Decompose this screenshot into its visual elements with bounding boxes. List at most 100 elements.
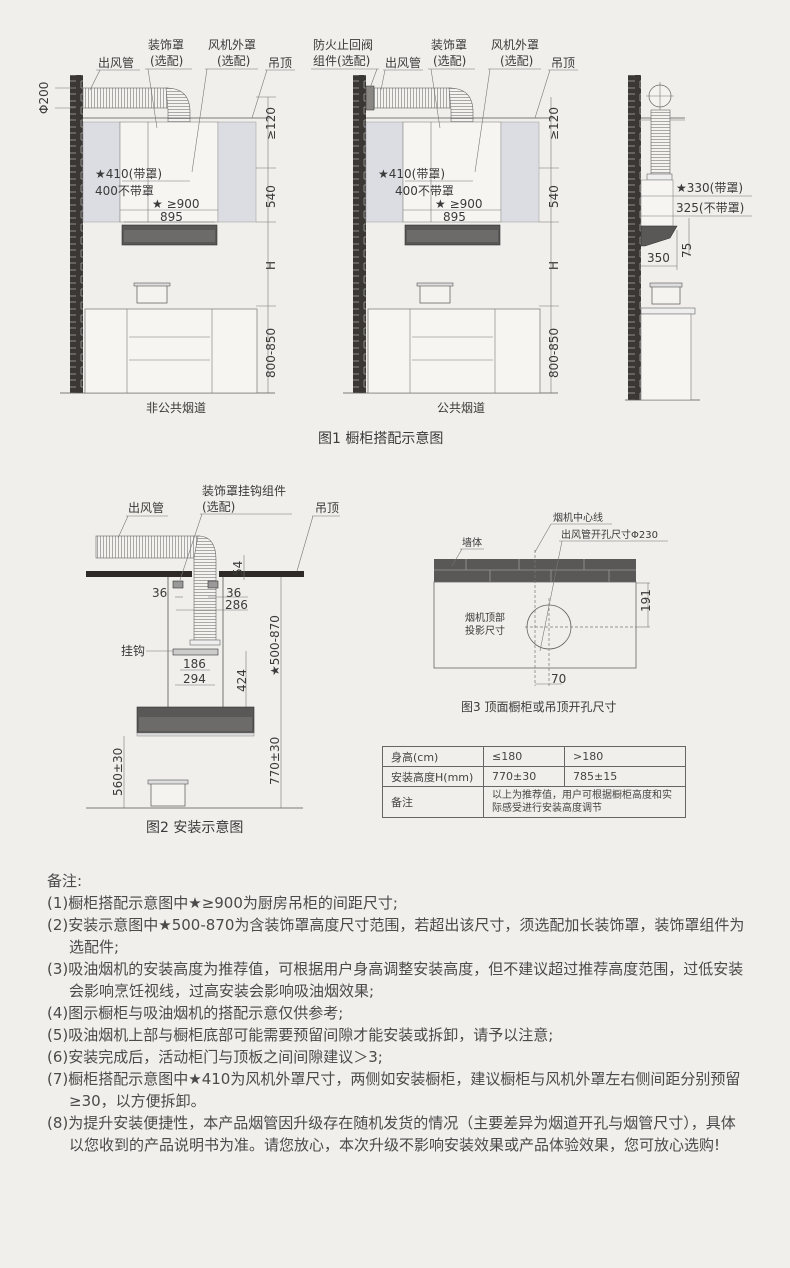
dim-895: 895 [443, 210, 466, 224]
dim-540: 540 [547, 185, 561, 208]
subtitle-public-flue: 公共烟道 [437, 401, 485, 415]
dim-36-right: 36 [226, 586, 241, 600]
table-cell: 备注 [382, 786, 484, 818]
table-cell: 770±30 [483, 766, 565, 787]
exhaust-duct [82, 87, 169, 109]
dim-294: 294 [183, 672, 206, 686]
svg-text:(选配): (选配) [433, 54, 466, 68]
range-hood-side [640, 225, 678, 247]
note-item-continued: ≥30，以方便拆卸。 [69, 1092, 206, 1110]
svg-text:组件(选配): 组件(选配) [313, 54, 370, 68]
upper-cabinet-right [217, 121, 257, 223]
table-cell: 785±15 [564, 766, 686, 787]
dim-base: 800-850 [547, 328, 561, 378]
table-row: 安装高度H(mm) 770±30 785±15 [382, 766, 686, 787]
dim-36-left: 36 [152, 586, 167, 600]
svg-text:(选配): (选配) [217, 54, 250, 68]
dim-410: ★410(带罩) [378, 167, 445, 181]
dim-895: 895 [160, 210, 183, 224]
label-hook: 挂钩 [121, 644, 145, 658]
fire-check-valve [365, 85, 375, 111]
dim-75: 75 [680, 243, 694, 258]
fan-cover [640, 179, 674, 227]
label-valve: 防火止回阀 [313, 37, 373, 52]
pot-icon [150, 781, 186, 807]
svg-text:(选配): (选配) [500, 54, 533, 68]
dim-900: ★ ≥900 [435, 197, 483, 211]
label-ceiling: 吊顶 [268, 56, 292, 70]
vertical-duct [650, 109, 671, 175]
dim-330: ★330(带罩) [676, 181, 743, 195]
dim-gap: ≥120 [264, 107, 278, 140]
ceiling-board-right [219, 571, 304, 577]
note-item: (8)为提升安装便捷性，本产品烟管因升级存在随机发货的情况（主要差异为烟道开孔与… [47, 1114, 736, 1132]
note-item: (5)吸油烟机上部与橱柜底部可能需要预留间隙才能安装或拆卸，请予以注意; [47, 1026, 554, 1044]
exhaust-duct [95, 535, 201, 559]
label-duct: 出风管 [385, 55, 421, 70]
note-item: (1)橱柜搭配示意图中★≥900为厨房吊柜的间距尺寸; [47, 894, 398, 912]
dim-410: ★410(带罩) [95, 167, 162, 181]
note-item: (2)安装示意图中★500-870为含装饰罩高度尺寸范围，若超出该尺寸，须选配加… [47, 916, 745, 934]
dim-400: 400不带罩 [395, 184, 454, 198]
figure3: 191 70 烟机中心线 出风管开孔尺寸Φ230 墙体 烟机顶部 投影尺寸 [433, 511, 668, 686]
dim-186: 186 [183, 657, 206, 671]
label-cover: 装饰罩 [431, 38, 467, 52]
note-item: (7)橱柜搭配示意图中★410为风机外罩尺寸，两侧如安装橱柜，建议橱柜与风机外罩… [47, 1070, 741, 1088]
table-cell: 以上为推荐值，用户可根据橱柜高度和实际感受进行安装高度调节 [483, 786, 686, 818]
brick-wall [628, 75, 641, 400]
label-hook-kit: 装饰罩挂钩组件 [202, 484, 286, 498]
upper-cabinet-left [82, 121, 121, 223]
dim-phi: Φ200 [37, 82, 51, 114]
base-cabinet [640, 313, 692, 401]
exhaust-duct [373, 87, 452, 109]
svg-text:(选配): (选配) [202, 500, 235, 514]
note-item: (6)安装完成后，活动柜门与顶板之间间隙建议＞3; [47, 1048, 383, 1066]
label-duct: 出风管 [98, 55, 134, 70]
svg-text:(选配): (选配) [150, 54, 183, 68]
label-duct: 出风管 [128, 500, 164, 515]
pot-icon [651, 285, 681, 305]
dim-70: 70 [551, 672, 566, 686]
hook-bracket [172, 580, 184, 589]
dim-400: 400不带罩 [95, 184, 154, 198]
dim-h: H [264, 261, 278, 270]
notes-title: 备注: [47, 872, 83, 890]
dim-560: 560±30 [111, 748, 125, 796]
table-row: 身高(cm) ≤180 >180 [382, 746, 686, 767]
label-cover: 装饰罩 [148, 38, 184, 52]
dim-325: 325(不带罩) [676, 201, 744, 215]
hook [172, 648, 219, 656]
table-row: 备注 以上为推荐值，用户可根据橱柜高度和实际感受进行安装高度调节 [382, 786, 686, 818]
note-item-continued: 以您收到的产品说明书为准。请您放心，本次升级不影响安装效果或产品体验效果，您可放… [69, 1136, 721, 1154]
dim-54: 54 [231, 561, 245, 576]
label-centerline: 烟机中心线 [553, 511, 603, 524]
decorative-cover [119, 121, 219, 223]
dim-286: 286 [225, 598, 248, 612]
label-fan-cover: 风机外罩 [208, 38, 256, 52]
brick-wall [70, 75, 83, 393]
svg-text:投影尺寸: 投影尺寸 [465, 624, 505, 637]
label-ceiling: 吊顶 [551, 56, 575, 70]
decorative-cover [402, 121, 502, 223]
figure2-caption: 图2 安装示意图 [146, 819, 243, 836]
figure2: 54 36 36 286 挂钩 186 294 424 ★500-870 770… [86, 484, 340, 809]
dim-770: 770±30 [268, 737, 282, 785]
dim-900: ★ ≥900 [152, 197, 200, 211]
table-cell: 身高(cm) [382, 746, 484, 767]
dim-424: 424 [235, 669, 249, 692]
note-item-continued: 会影响烹饪视线，过高安装会影响吸油烟效果; [69, 982, 375, 1000]
install-height-table: 身高(cm) ≤180 >180 安装高度H(mm) 770±30 785±15… [382, 746, 686, 818]
dim-base: 800-850 [264, 328, 278, 378]
figure1-middle: ≥120 540 H 800-850 ★410(带罩) 400不带罩 ★ ≥90… [311, 37, 578, 415]
ceiling-board-left [86, 571, 192, 577]
label-fan-cover: 风机外罩 [491, 38, 539, 52]
dim-191: 191 [639, 589, 653, 612]
pot-icon [136, 284, 168, 304]
label-projection: 烟机顶部 [465, 611, 505, 624]
figure1-right: ★330(带罩) 325(不带罩) 75 350 [625, 75, 752, 401]
note-item: (3)吸油烟机的安装高度为推荐值，可根据用户身高调整安装高度，但不建议超过推荐高… [47, 960, 744, 978]
dim-500-870: ★500-870 [268, 615, 282, 676]
notes-section: 备注: (1)橱柜搭配示意图中★≥900为厨房吊柜的间距尺寸; (2)安装示意图… [47, 870, 767, 1156]
hook-bracket [207, 580, 219, 589]
